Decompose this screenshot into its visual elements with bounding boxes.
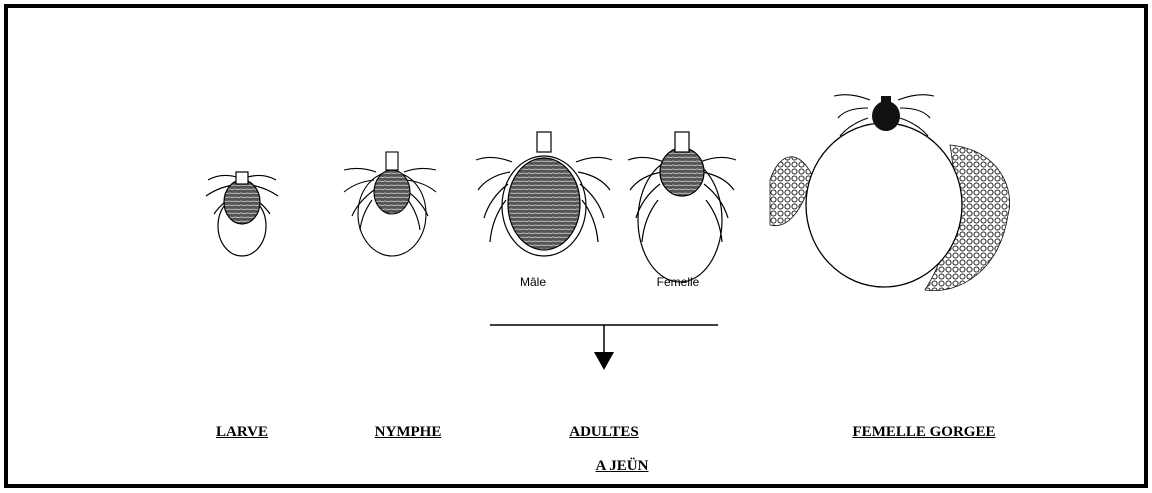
male-tick-icon: [476, 132, 612, 256]
stage-label-larve: LARVE: [216, 424, 268, 441]
stage-sublabel-a-jeun: A JEÜN: [596, 458, 649, 475]
stage-label-adultes: ADULTES: [569, 424, 638, 441]
stage-label-nymphe: NYMPHE: [375, 424, 442, 441]
adults-bracket: [490, 325, 718, 370]
male-caption: Mâle: [520, 275, 546, 289]
female-caption: Femelle: [657, 275, 700, 289]
nymph-tick-icon: [344, 152, 436, 256]
female-tick-icon: [628, 132, 736, 282]
stage-label-femelle-gorgee: FEMELLE GORGEE: [853, 424, 996, 441]
engorged-female-tick-icon: [770, 95, 1010, 291]
larva-tick-icon: [206, 172, 278, 256]
